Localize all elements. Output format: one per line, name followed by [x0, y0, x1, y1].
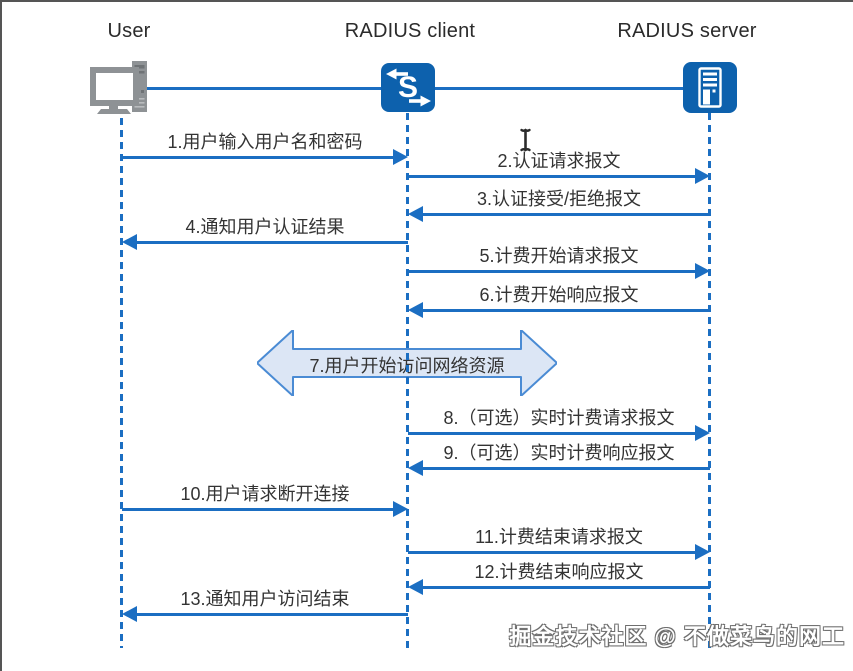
message-label: 10.用户请求断开连接 [180, 484, 350, 504]
message-label: 4.通知用户认证结果 [185, 217, 345, 237]
arrowhead-icon [122, 234, 137, 250]
server-icon [683, 62, 737, 118]
actor-label-client: RADIUS client [344, 20, 476, 42]
lifeline-user [120, 118, 123, 648]
desktop-computer-icon [90, 60, 152, 123]
lifeline-server [708, 113, 711, 648]
arrowhead-icon [408, 206, 423, 222]
message-label: 9.（可选）实时计费响应报文 [443, 443, 675, 463]
message-label: 3.认证接受/拒绝报文 [476, 189, 641, 209]
message-arrow-line [408, 270, 697, 273]
message-arrow-line [408, 551, 697, 554]
arrowhead-icon [408, 302, 423, 318]
message-label: 5.计费开始请求报文 [479, 246, 639, 266]
message-arrow-line [135, 613, 408, 616]
message-arrow-line [421, 467, 710, 470]
message-arrow-line [421, 309, 710, 312]
text-cursor-icon [518, 128, 533, 157]
arrowhead-icon [393, 149, 408, 165]
message-arrow-line [408, 175, 697, 178]
watermark: 掘金技术社区 @ 不做菜鸟的网工 [509, 624, 845, 649]
svg-text:S: S [398, 71, 418, 104]
arrowhead-icon [695, 263, 710, 279]
message-label: 6.计费开始响应报文 [479, 285, 639, 305]
message-arrow-line [122, 156, 395, 159]
lifeline-client [406, 113, 409, 648]
message-label: 2.认证请求报文 [497, 151, 621, 171]
message-label: 8.（可选）实时计费请求报文 [443, 408, 675, 428]
message-label: 12.计费结束响应报文 [474, 562, 644, 582]
message-arrow-line [135, 241, 408, 244]
arrowhead-icon [695, 168, 710, 184]
message-label: 13.通知用户访问结束 [180, 589, 350, 609]
arrowhead-icon [695, 544, 710, 560]
arrowhead-icon [408, 460, 423, 476]
actor-label-user: User [107, 20, 151, 42]
message-label: 1.用户输入用户名和密码 [167, 132, 363, 152]
actor-label-server: RADIUS server [617, 20, 757, 42]
message-arrow-line [122, 508, 395, 511]
window-border-left [0, 0, 2, 671]
arrowhead-icon [695, 425, 710, 441]
message-arrow-line [421, 586, 710, 589]
message-arrow-line [408, 432, 697, 435]
arrowhead-icon [393, 501, 408, 517]
window-border-top [0, 0, 853, 2]
arrowhead-icon [408, 579, 423, 595]
message-label: 11.计费结束请求报文 [475, 527, 643, 547]
arrowhead-icon [122, 606, 137, 622]
message-arrow-line [421, 213, 710, 216]
switch-icon: S [381, 63, 435, 117]
